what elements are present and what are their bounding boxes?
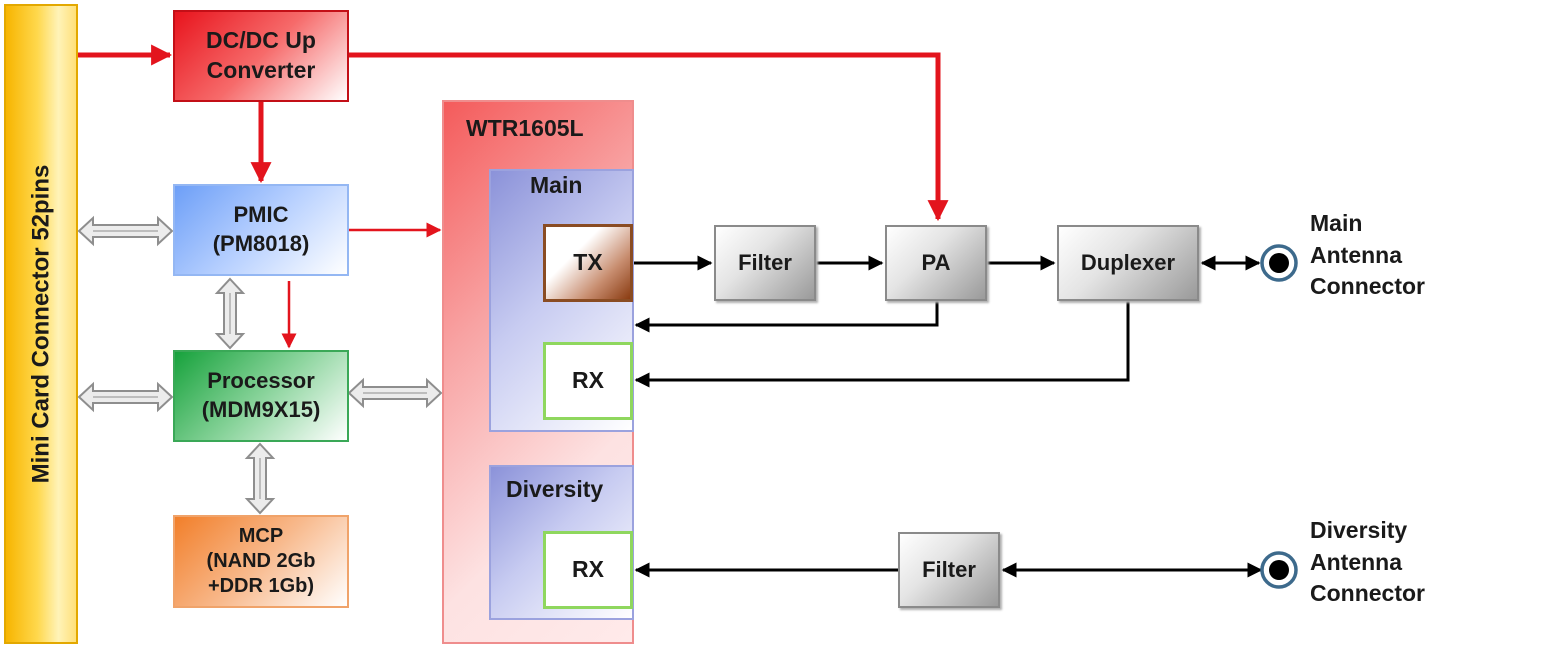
bus-arrow-processor-mcp bbox=[244, 442, 276, 515]
diversity-antenna-label-line2: Antenna bbox=[1310, 548, 1402, 575]
pmic-block: PMIC (PM8018) bbox=[173, 184, 349, 276]
processor-block: Processor (MDM9X15) bbox=[173, 350, 349, 442]
diversity-antenna-label: Diversity Antenna Connector bbox=[1310, 515, 1425, 610]
bus-arrow-connector-pmic bbox=[77, 215, 174, 247]
main-antenna-label: Main Antenna Connector bbox=[1310, 208, 1425, 303]
dcdc-label-line2: Converter bbox=[206, 57, 316, 83]
tx-label: TX bbox=[573, 249, 603, 276]
diversity-path-title: Diversity bbox=[506, 476, 604, 502]
processor-label-line1: Processor bbox=[207, 368, 315, 394]
diversity-rx-label: RX bbox=[572, 556, 604, 583]
mcp-label-line2: (NAND 2Gb bbox=[206, 550, 316, 572]
diversity-antenna-label-line3: Connector bbox=[1310, 580, 1425, 607]
bus-arrow-connector-processor bbox=[77, 381, 174, 413]
transceiver-title: WTR1605L bbox=[466, 115, 584, 141]
power-amplifier-block: PA bbox=[885, 225, 987, 301]
diversity-antenna-icon bbox=[1260, 551, 1298, 589]
main-filter-label: Filter bbox=[738, 249, 792, 275]
pmic-label-line2: (PM8018) bbox=[212, 231, 310, 256]
diversity-rx-block: RX bbox=[543, 531, 633, 609]
diversity-filter-block: Filter bbox=[898, 532, 1000, 608]
diversity-antenna-label-line1: Diversity bbox=[1310, 517, 1408, 543]
pa-label: PA bbox=[921, 249, 951, 275]
main-rx-block: RX bbox=[543, 342, 633, 420]
main-antenna-label-line2: Antenna bbox=[1310, 241, 1402, 268]
main-rx-label: RX bbox=[572, 367, 604, 394]
main-antenna-label-line1: Main bbox=[1310, 210, 1363, 236]
main-antenna-icon bbox=[1260, 244, 1298, 282]
mini-card-connector: Mini Card Connector 52pins bbox=[4, 4, 78, 644]
duplexer-label: Duplexer bbox=[1080, 249, 1176, 275]
mcp-label-line1: MCP bbox=[238, 525, 284, 547]
bus-arrow-processor-wtr bbox=[347, 377, 443, 409]
main-antenna-label-line3: Connector bbox=[1310, 273, 1425, 300]
processor-label-line2: (MDM9X15) bbox=[201, 397, 321, 422]
connector-label: Mini Card Connector 52pins bbox=[27, 164, 55, 484]
main-path-title: Main bbox=[530, 172, 583, 198]
tx-block: TX bbox=[543, 224, 633, 302]
pmic-label-line1: PMIC bbox=[233, 202, 289, 228]
bus-arrow-pmic-processor bbox=[214, 277, 246, 350]
signal-pa-feedback-to-main bbox=[634, 301, 939, 333]
power-line-dcdc-to-pa bbox=[349, 52, 949, 222]
signal-duplexer-to-rx bbox=[634, 301, 1130, 388]
duplexer-block: Duplexer bbox=[1057, 225, 1199, 301]
mcp-label-line3: +DDR 1Gb) bbox=[207, 575, 315, 597]
diversity-filter-label: Filter bbox=[922, 556, 976, 582]
mcp-block: MCP (NAND 2Gb +DDR 1Gb) bbox=[173, 515, 349, 608]
dcdc-converter-block: DC/DC Up Converter bbox=[173, 10, 349, 102]
main-filter-block: Filter bbox=[714, 225, 816, 301]
dcdc-label-line1: DC/DC Up bbox=[206, 27, 316, 54]
